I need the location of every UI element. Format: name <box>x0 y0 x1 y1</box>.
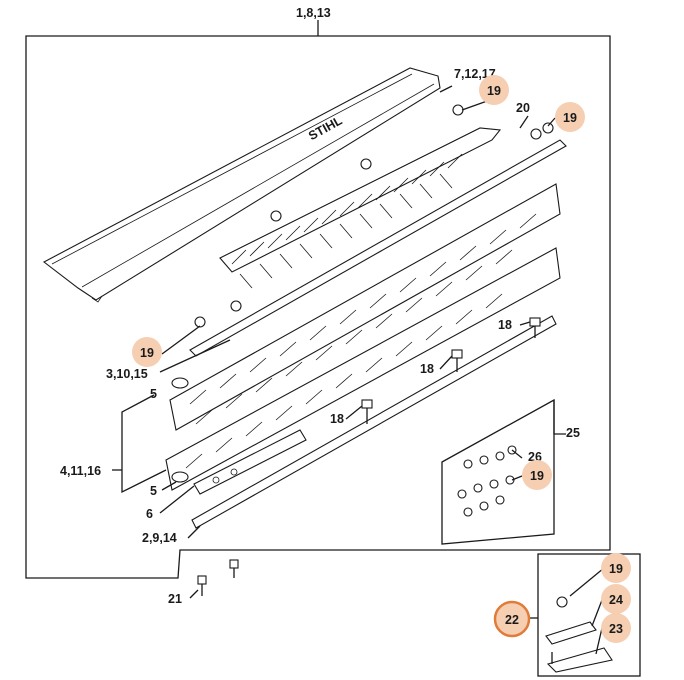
part-labels: 1,8,13 7,12,17 20 3,10,15 5 4,11,16 5 6 … <box>60 6 580 606</box>
nut-cluster <box>194 104 554 328</box>
mounting-plate <box>193 429 307 495</box>
spacer-lower <box>171 471 189 483</box>
top-blade <box>219 127 502 289</box>
svg-text:23: 23 <box>609 622 623 636</box>
callout-repair-set[interactable]: 22 <box>493 600 531 638</box>
callout-nut-blade-top[interactable]: 19 <box>555 102 585 132</box>
callout-nut-kit[interactable]: 19 <box>522 460 552 490</box>
callout-repair-nut[interactable]: 19 <box>601 553 631 583</box>
callouts: 19 19 19 19 19 24 23 22 <box>132 75 631 643</box>
spacer-upper <box>171 377 189 389</box>
stud-c <box>361 399 373 424</box>
label-bar: 2,9,14 <box>142 531 177 545</box>
label-spacer-top: 5 <box>150 387 157 401</box>
callout-nut-blade-lower[interactable]: 19 <box>132 337 162 367</box>
support-bar <box>191 315 557 529</box>
label-blade-lower: 3,10,15 <box>106 367 148 381</box>
label-blade-top: 20 <box>516 101 530 115</box>
blade-band-upper <box>169 139 567 431</box>
label-plate: 6 <box>146 507 153 521</box>
callout-repair-bracket[interactable]: 23 <box>601 613 631 643</box>
stud-b <box>451 349 463 372</box>
blade-band-lower <box>165 247 561 491</box>
label-stud-b: 18 <box>420 362 434 376</box>
callout-nut-guard[interactable]: 19 <box>479 75 509 105</box>
hardware-kit-box <box>441 398 555 545</box>
label-bolt: 21 <box>168 592 182 606</box>
svg-text:19: 19 <box>609 562 623 576</box>
svg-text:24: 24 <box>609 593 623 607</box>
svg-text:19: 19 <box>563 111 577 125</box>
svg-text:22: 22 <box>505 613 519 627</box>
assembly-frame <box>25 28 611 579</box>
label-spacer-bottom: 5 <box>150 484 157 498</box>
label-stud-c: 18 <box>330 412 344 426</box>
callout-repair-plate[interactable]: 24 <box>601 584 631 614</box>
svg-text:19: 19 <box>140 346 154 360</box>
label-kit: 25 <box>566 426 580 440</box>
svg-text:19: 19 <box>487 84 501 98</box>
label-main-assembly: 1,8,13 <box>296 6 331 20</box>
svg-text:19: 19 <box>530 469 544 483</box>
label-stud-a: 18 <box>498 318 512 332</box>
bolt-pair <box>197 559 239 596</box>
label-blade-group: 4,11,16 <box>60 464 101 478</box>
label-guard: 7,12,17 <box>454 67 496 81</box>
